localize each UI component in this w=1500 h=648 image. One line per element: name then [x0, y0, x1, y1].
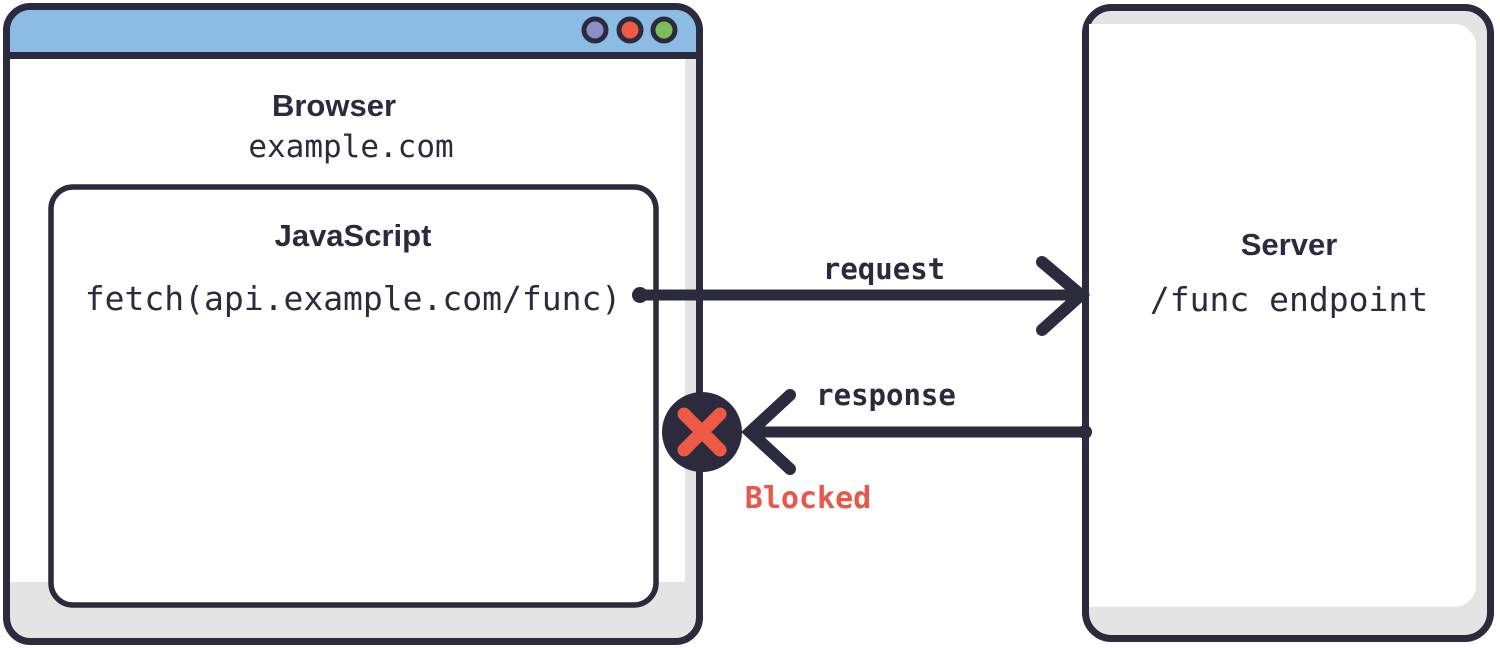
- javascript-fetch-code: fetch(api.example.com/func): [84, 279, 622, 318]
- server-endpoint: /func endpoint: [1149, 280, 1429, 319]
- response-arrow-head-icon: [741, 389, 796, 475]
- window-dot-red-icon[interactable]: [616, 16, 644, 44]
- browser-title: Browser: [271, 88, 397, 123]
- blocked-label: Blocked: [744, 481, 872, 516]
- request-arrow: [632, 256, 1091, 336]
- request-arrow-head-icon: [1036, 256, 1091, 336]
- browser-titlebar: [10, 10, 696, 55]
- server-title: Server: [1240, 227, 1338, 262]
- response-arrow-label: response: [816, 378, 956, 412]
- window-dot-green-icon[interactable]: [650, 16, 678, 44]
- request-arrow-label: request: [822, 252, 946, 286]
- browser-url: example.com: [248, 129, 454, 165]
- javascript-box: [48, 184, 659, 608]
- blocked-badge: [662, 392, 742, 472]
- window-dot-purple-icon[interactable]: [581, 16, 609, 44]
- x-mark-icon: [677, 407, 727, 457]
- server-panel-card-left-fill: [1089, 24, 1129, 607]
- response-arrow: [741, 389, 1092, 475]
- javascript-box-title: JavaScript: [274, 218, 432, 253]
- server-panel-card: [1089, 24, 1476, 607]
- server-panel: [1082, 4, 1494, 642]
